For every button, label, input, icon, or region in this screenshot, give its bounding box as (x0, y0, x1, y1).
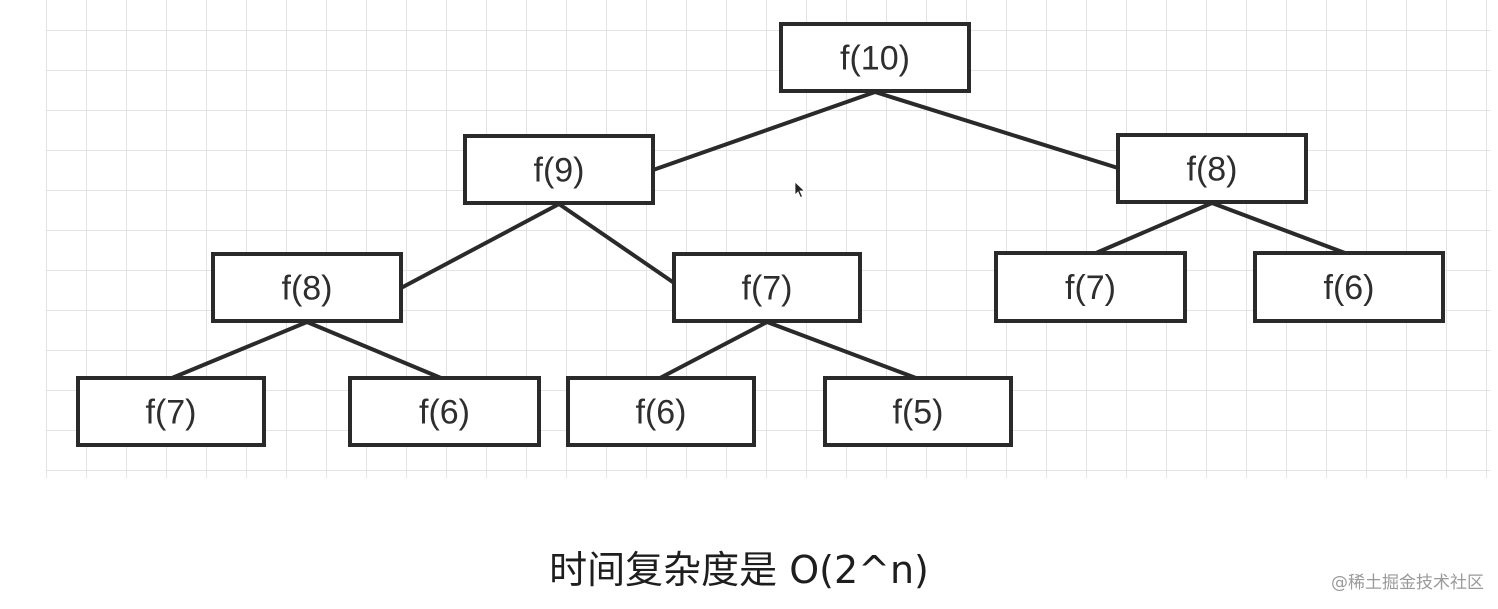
complexity-caption: 时间复杂度是 O(2^n) (0, 548, 1498, 594)
node-label: f(6) (419, 394, 470, 432)
node-box (76, 376, 266, 447)
tree-edges (170, 90, 1347, 380)
tree-edge-n10-n8a (873, 90, 1120, 170)
node-label: f(5) (893, 394, 944, 432)
watermark-text: @稀土掘金技术社区 (1331, 573, 1484, 593)
node-box (779, 22, 971, 93)
node-box (823, 376, 1013, 447)
tree-edge-n8a-n7a (1094, 201, 1214, 255)
tree-edge-n7b-n5 (765, 320, 918, 380)
node-box (672, 252, 862, 323)
node-box (1253, 251, 1445, 323)
node-box (566, 376, 756, 447)
node-box (348, 376, 541, 447)
tree-node-n9: f(9) (463, 134, 655, 205)
node-label: f(6) (1324, 269, 1375, 307)
node-label: f(7) (146, 394, 197, 432)
tree-node-n6b: f(6) (348, 376, 541, 447)
tree-edge-n9-n8b (399, 202, 561, 290)
tree-node-n5: f(5) (823, 376, 1013, 447)
tree-edge-n8b-n6b (305, 320, 443, 380)
node-box (1116, 133, 1308, 204)
grid-background (46, 0, 1490, 478)
tree-edge-n7b-n6c (658, 320, 769, 380)
tree-edge-n8a-n6a (1210, 201, 1347, 255)
node-label: f(9) (534, 152, 585, 190)
node-label: f(7) (1065, 269, 1116, 307)
tree-nodes: f(10) f(9) f(8) f(8) f(7) f(7) f(6) f(7) f(6) f(6… (76, 22, 1445, 447)
caption-text: 时间复杂度是 O(2^n) (549, 548, 929, 592)
tree-node-n10: f(10) (779, 22, 971, 93)
tree-node-n6a: f(6) (1253, 251, 1445, 323)
tree-node-n6c: f(6) (566, 376, 756, 447)
node-label: f(7) (742, 270, 793, 308)
node-label: f(8) (1187, 151, 1238, 189)
tree-node-n7a: f(7) (994, 251, 1187, 323)
node-box (994, 251, 1187, 323)
node-box (211, 252, 403, 323)
tree-node-n7b: f(7) (672, 252, 862, 323)
tree-node-n7c: f(7) (76, 376, 266, 447)
mouse-cursor-icon (794, 181, 806, 199)
tree-edge-n8b-n7c (170, 320, 309, 380)
node-label: f(10) (840, 40, 910, 78)
node-label: f(8) (282, 270, 333, 308)
tree-edge-n10-n9 (651, 90, 877, 172)
node-label: f(6) (636, 394, 687, 432)
node-box (463, 134, 655, 205)
tree-node-n8a: f(8) (1116, 133, 1308, 204)
tree-node-n8b: f(8) (211, 252, 403, 323)
tree-edge-n9-n7b (557, 202, 682, 289)
